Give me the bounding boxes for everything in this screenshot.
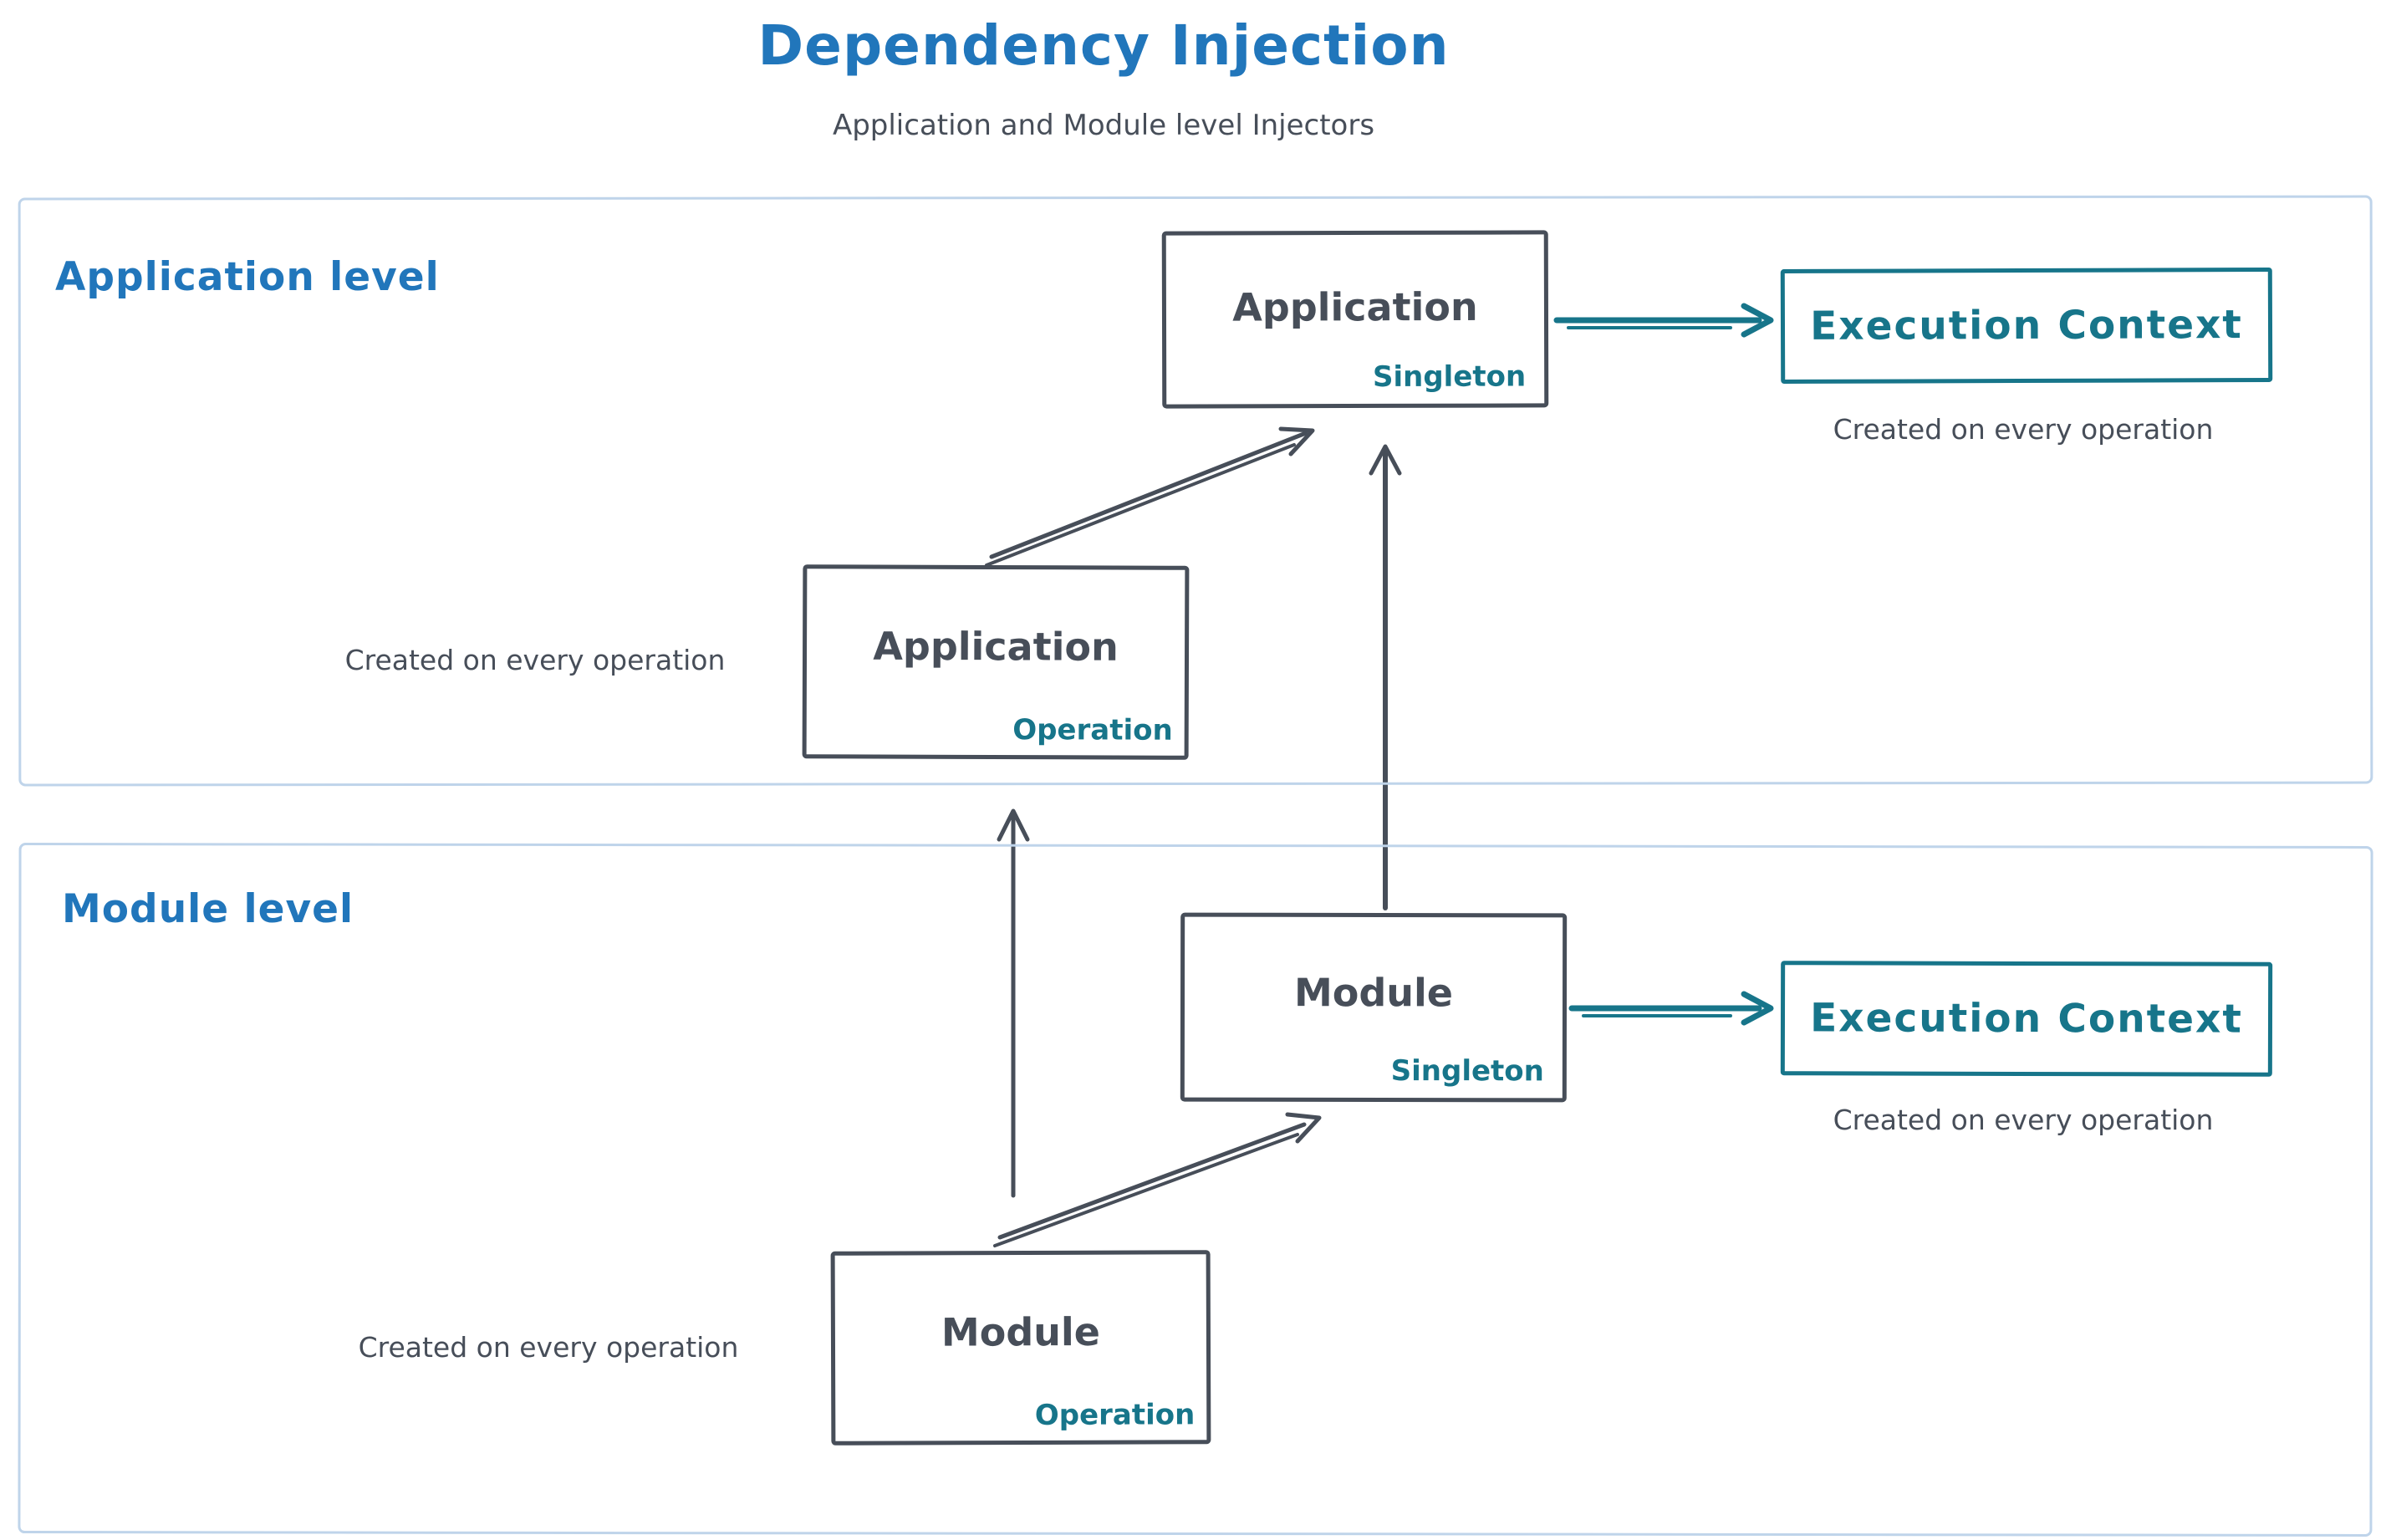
module-singleton-box: Module Singleton: [1180, 912, 1568, 1103]
application-operation-caption: Created on every operation: [344, 644, 726, 676]
node-title: Module: [1293, 970, 1454, 1016]
node-title: Application: [873, 624, 1119, 671]
application-execution-context: Execution Context: [1780, 267, 2273, 385]
page-title: Dependency Injection: [757, 13, 1450, 78]
application-level-label: Application level: [55, 254, 440, 300]
node-scope: Operation: [1012, 713, 1173, 747]
node-title: Module: [941, 1309, 1101, 1356]
module-execution-context-caption: Created on every operation: [1833, 1104, 2214, 1136]
application-operation-box: Application Operation: [802, 564, 1190, 760]
module-operation-box: Module Operation: [830, 1250, 1211, 1446]
node-scope: Operation: [1034, 1398, 1196, 1432]
node-scope: Singleton: [1372, 360, 1527, 394]
execution-context-label: Execution Context: [1810, 995, 2243, 1043]
application-singleton-box: Application Singleton: [1161, 230, 1549, 409]
node-scope: Singleton: [1390, 1054, 1544, 1089]
application-execution-context-caption: Created on every operation: [1833, 413, 2214, 446]
page-subtitle: Application and Module level Injectors: [832, 109, 1375, 142]
module-operation-caption: Created on every operation: [358, 1331, 739, 1364]
arrowhead-icon: [997, 808, 1030, 842]
module-execution-context: Execution Context: [1780, 961, 2273, 1077]
execution-context-label: Execution Context: [1810, 302, 2243, 349]
node-title: Application: [1232, 283, 1478, 330]
module-level-label: Module level: [62, 886, 354, 932]
